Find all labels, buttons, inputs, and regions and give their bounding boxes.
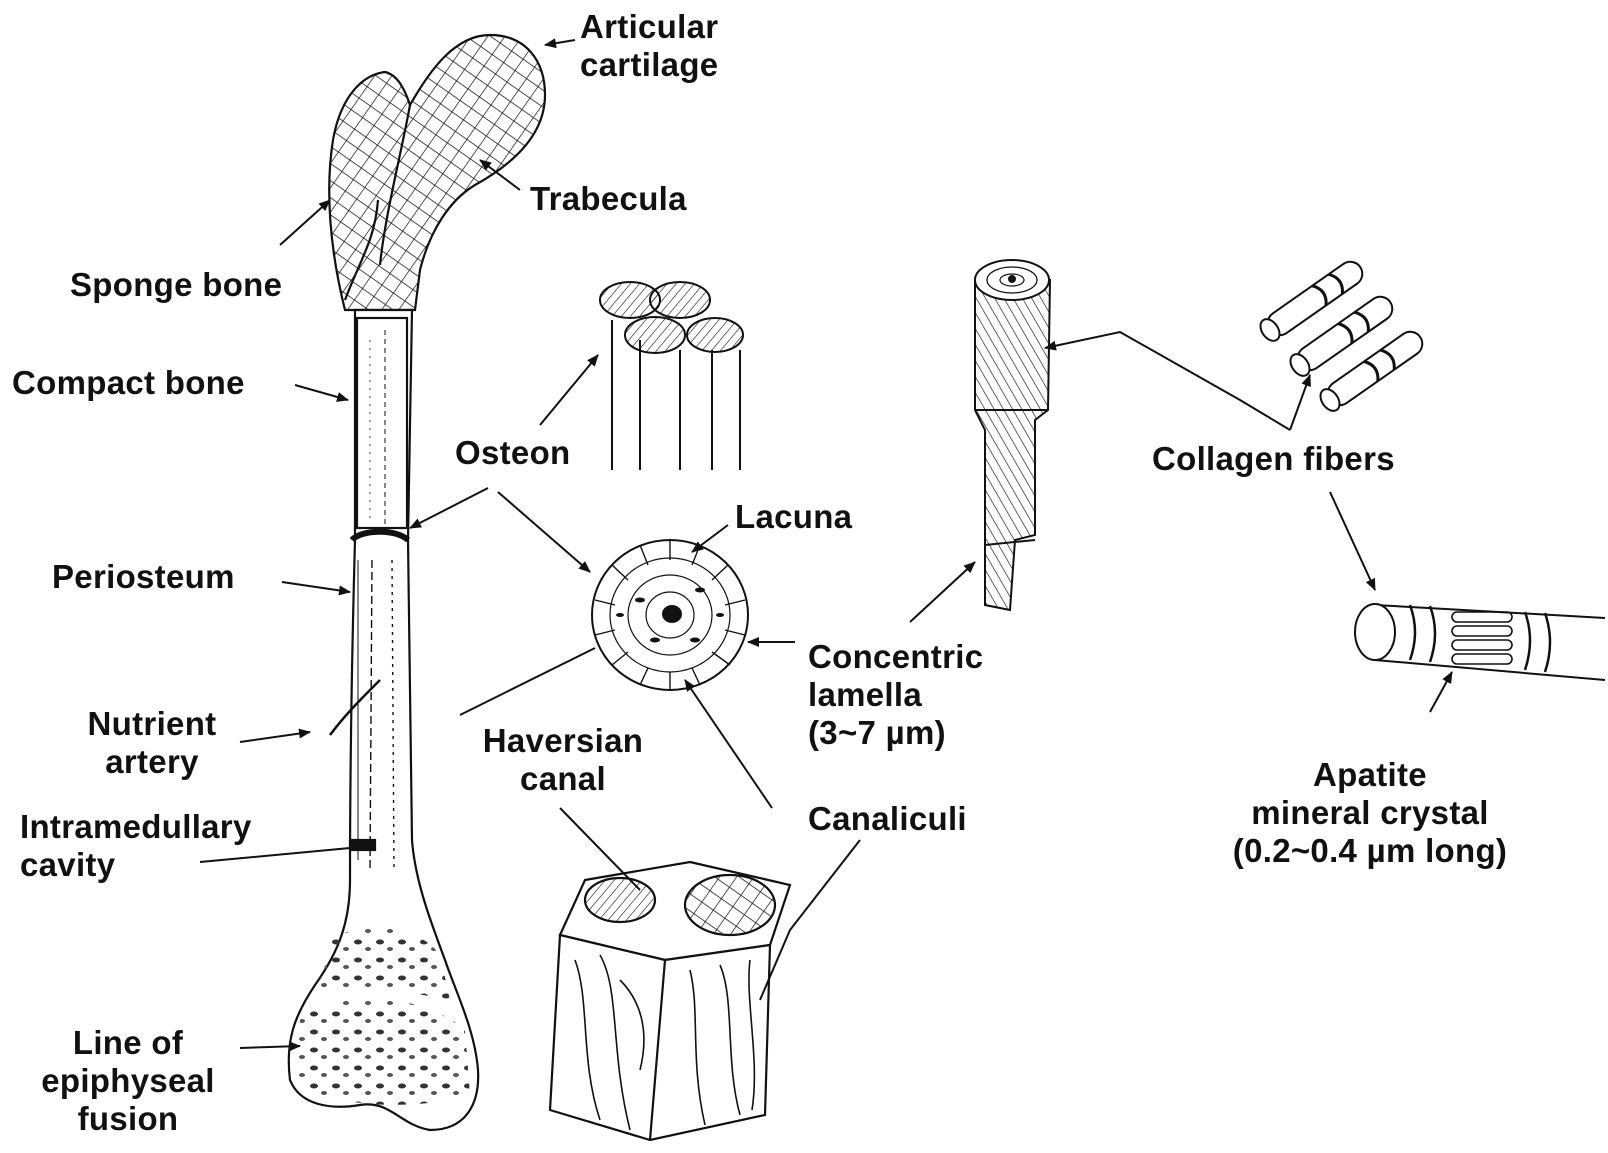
label-haversian-canal: Haversian canal [468, 722, 658, 798]
label-osteon: Osteon [455, 434, 570, 472]
label-nutrient-artery-line2: artery [72, 743, 232, 781]
leader-collagen-to-fibril [1330, 492, 1375, 590]
label-apatite-mineral-crystal: Apatite mineral crystal (0.2~0.4 µm long… [1200, 756, 1540, 870]
collagen-fiber-bundle [1257, 257, 1427, 414]
leader-collagen-to-roll [1045, 332, 1290, 430]
leader-nutrient-artery [240, 732, 310, 742]
label-trabecula: Trabecula [530, 180, 687, 218]
osteon-cylinders-drawing [600, 282, 743, 470]
label-nutrient-artery-line1: Nutrient [72, 705, 232, 743]
collagen-fibril-with-crystals [1355, 604, 1605, 680]
leader-haversian-left [460, 648, 595, 715]
label-lacuna: Lacuna [735, 498, 852, 536]
leader-osteon-right [498, 492, 590, 572]
label-haversian-canal-line1: Haversian [468, 722, 658, 760]
label-articular-cartilage: Articular cartilage [580, 8, 718, 84]
lamella-roll [975, 260, 1050, 610]
leader-lacuna [692, 525, 728, 552]
label-collagen-fibers: Collagen fibers [1152, 440, 1395, 478]
label-concentric-lamella-line1: Concentric [808, 638, 983, 676]
leader-osteon-left [410, 488, 488, 528]
label-sponge-bone: Sponge bone [70, 266, 282, 304]
label-epiphyseal-line1: Line of [28, 1024, 228, 1062]
label-canaliculi: Canaliculi [808, 800, 967, 838]
label-articular-cartilage-line2: cartilage [580, 46, 718, 84]
label-line-of-epiphyseal-fusion: Line of epiphyseal fusion [28, 1024, 228, 1138]
label-periosteum: Periosteum [52, 558, 235, 596]
label-epiphyseal-line2: epiphyseal [28, 1062, 228, 1100]
leader-articular-cartilage [545, 40, 575, 45]
label-intramedullary-cavity-line2: cavity [20, 846, 252, 884]
leader-apatite [1430, 672, 1452, 712]
label-intramedullary-cavity-line1: Intramedullary [20, 808, 252, 846]
leader-collagen-to-bundle [1290, 375, 1310, 430]
leader-compact-bone [295, 385, 348, 400]
femur-proximal-end [329, 35, 545, 310]
label-intramedullary-cavity: Intramedullary cavity [20, 808, 252, 884]
femur-drawing [289, 35, 545, 1130]
label-nutrient-artery: Nutrient artery [72, 705, 232, 781]
apatite-crystals [1452, 612, 1512, 664]
label-apatite-line3: (0.2~0.4 µm long) [1200, 832, 1540, 870]
leader-periosteum [282, 582, 350, 592]
label-apatite-line2: mineral crystal [1200, 794, 1540, 832]
label-concentric-lamella-line2: lamella [808, 676, 983, 714]
label-haversian-canal-line2: canal [468, 760, 658, 798]
label-epiphyseal-line3: fusion [28, 1100, 228, 1138]
leader-osteon-top [540, 355, 598, 425]
compact-bone-block [550, 862, 790, 1140]
label-concentric-lamella-line3: (3~7 µm) [808, 714, 983, 752]
label-articular-cartilage-line1: Articular [580, 8, 718, 46]
label-concentric-lamella: Concentric lamella (3~7 µm) [808, 638, 983, 752]
leader-lamella-roll [910, 562, 975, 622]
leader-sponge-bone [280, 200, 330, 245]
osteon-cross-section [592, 540, 748, 690]
label-compact-bone: Compact bone [12, 364, 245, 402]
label-apatite-line1: Apatite [1200, 756, 1540, 794]
leader-canaliculi-osteon [685, 680, 772, 808]
